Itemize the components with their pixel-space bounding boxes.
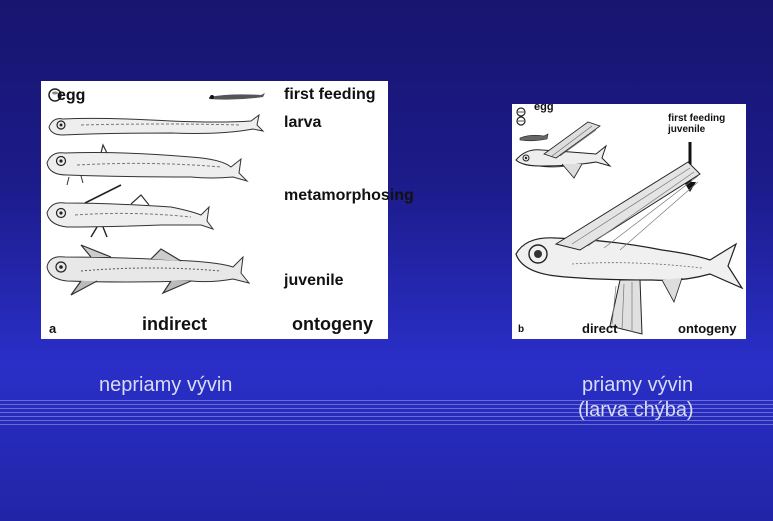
larva-absent-caption: (larva chýba) xyxy=(578,398,694,422)
metamorphosing-drawing xyxy=(47,185,213,237)
first-feeding-larva-drawing xyxy=(209,93,265,100)
larva-label: larva xyxy=(284,114,321,132)
indirect-development-caption: nepriamy vývin xyxy=(99,373,232,397)
egg-label: egg xyxy=(57,87,85,105)
indirect-ontogeny-figure: egg first feeding larva metamorphosing j… xyxy=(41,81,388,339)
juvenile-drawing xyxy=(47,245,249,295)
panel-letter-a: a xyxy=(49,321,56,336)
egg-label: egg xyxy=(534,101,554,113)
first-feeding-larva-drawing xyxy=(520,134,548,141)
juvenile-label: juvenile xyxy=(668,124,705,135)
indirect-label: indirect xyxy=(142,314,207,335)
first-feeding-label: first feeding xyxy=(668,113,725,124)
panel-letter-b: b xyxy=(518,324,524,335)
larva-stage-two-drawing xyxy=(47,145,247,185)
direct-ontogeny-figure: egg first feeding juvenile b direct onto… xyxy=(512,104,746,339)
flying-fish-adult-drawing xyxy=(516,162,742,334)
ontogeny-label-left: ontogeny xyxy=(292,314,373,335)
larva-drawing xyxy=(49,115,263,135)
direct-label: direct xyxy=(582,321,617,336)
indirect-ontogeny-drawing xyxy=(41,81,388,339)
metamorphosing-label: metamorphosing xyxy=(284,187,414,205)
juvenile-label: juvenile xyxy=(284,272,344,290)
direct-development-caption: priamy vývin xyxy=(582,373,693,397)
flying-fish-juvenile-drawing xyxy=(516,122,610,178)
first-feeding-label: first feeding xyxy=(284,86,376,104)
ontogeny-label-right: ontogeny xyxy=(678,321,737,336)
direct-ontogeny-drawing xyxy=(512,104,746,339)
egg-drawing xyxy=(517,108,525,125)
